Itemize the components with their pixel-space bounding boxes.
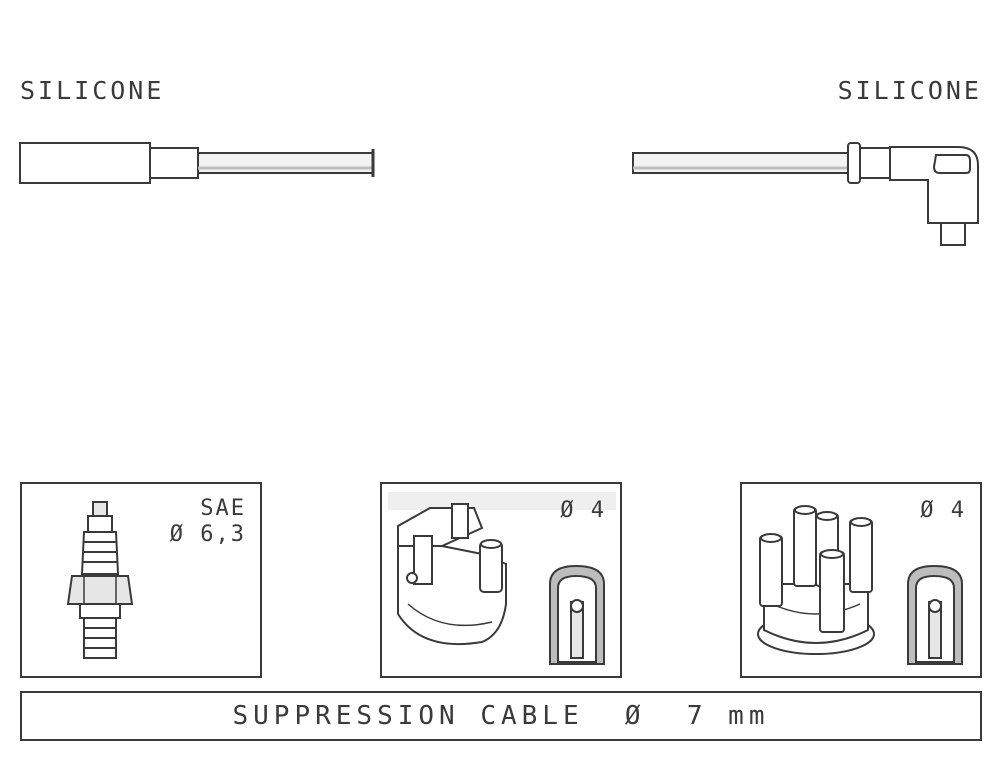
straight-boot-cable-icon bbox=[19, 142, 375, 184]
distributor-cap-panel: Ø 4 bbox=[740, 482, 982, 678]
spark-plug-icon bbox=[66, 501, 134, 659]
cable-spec-bar: SUPPRESSION CABLE Ø 7 mm bbox=[20, 691, 982, 741]
angled-boot-cable-icon bbox=[632, 142, 979, 246]
left-insulation-label: SILICONE bbox=[20, 76, 165, 105]
coil-terminal-diameter-line1: Ø 4 bbox=[560, 498, 606, 523]
right-insulation-label: SILICONE bbox=[837, 76, 982, 105]
coil-terminal-diameter: Ø 4 bbox=[560, 498, 606, 524]
spark-plug-spec-line1: SAE bbox=[200, 496, 246, 521]
distributor-cap-icon bbox=[757, 505, 963, 665]
distributor-terminal-diameter: Ø 4 bbox=[920, 498, 966, 524]
spark-plug-panel: SAE Ø 6,3 bbox=[20, 482, 262, 678]
spark-plug-spec: SAE Ø 6,3 bbox=[170, 496, 246, 548]
ignition-coil-panel: Ø 4 bbox=[380, 482, 622, 678]
distributor-terminal-diameter-line1: Ø 4 bbox=[920, 498, 966, 523]
cable-spec-text: SUPPRESSION CABLE Ø 7 mm bbox=[232, 701, 770, 731]
ignition-coil-icon bbox=[388, 492, 616, 665]
spark-plug-spec-line2: Ø 6,3 bbox=[169, 522, 246, 547]
